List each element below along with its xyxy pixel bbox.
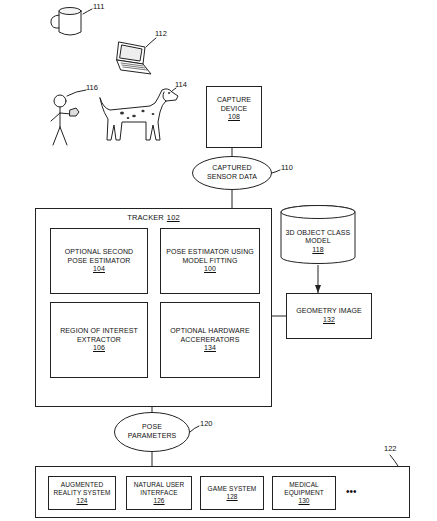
- node-text: CAPTURE DEVICE: [212, 96, 256, 113]
- leader-line: [272, 170, 280, 173]
- reference-number: 118: [312, 246, 323, 255]
- module-box: POSE ESTIMATOR USING MODEL FITTING100: [160, 228, 260, 294]
- node-text: OPTIONAL SECOND POSE ESTIMATOR: [56, 248, 142, 265]
- connector: [232, 148, 233, 156]
- leader-line: [390, 455, 398, 466]
- node-text: REGION OF INTEREST EXTRACTOR: [56, 327, 142, 344]
- reference-number: 124: [76, 497, 87, 505]
- connector: [272, 316, 286, 317]
- node-label: NATURAL USER INTERFACE126: [127, 477, 191, 509]
- node-label: MEDICAL EQUIPMENT130: [273, 477, 335, 509]
- callout-number: 120: [200, 419, 213, 428]
- application-box: MEDICAL EQUIPMENT130: [272, 476, 336, 510]
- node-label: POSE PARAMETERS: [114, 412, 190, 452]
- node-text: MEDICAL EQUIPMENT: [276, 481, 332, 497]
- reference-number: 128: [226, 493, 237, 501]
- cylinder-outline: [281, 206, 355, 264]
- node-label: CAPTURE DEVICE108: [207, 87, 261, 124]
- reference-number: 134: [204, 344, 216, 353]
- node-label: OPTIONAL SECOND POSE ESTIMATOR104: [51, 229, 147, 293]
- module-box: REGION OF INTEREST EXTRACTOR106: [50, 302, 148, 378]
- ellipse-outline: [193, 157, 272, 190]
- node-label: GAME SYSTEM128: [201, 477, 263, 509]
- data-ellipse: CAPTURED SENSOR DATA110: [192, 156, 272, 190]
- connector: [152, 452, 153, 466]
- node-text: GAME SYSTEM: [208, 485, 257, 493]
- person-illustration: [51, 95, 79, 145]
- node-label: TRACKER102: [36, 209, 271, 224]
- mug-illustration: [51, 8, 81, 36]
- node-text: 3D OBJECT CLASS MODEL: [285, 229, 351, 246]
- reference-number: 130: [298, 497, 309, 505]
- callout-number: 110: [281, 163, 293, 172]
- node-label: GEOMETRY IMAGE132: [287, 294, 371, 338]
- reference-number: 100: [204, 265, 216, 274]
- node-text: NATURAL USER INTERFACE: [130, 481, 188, 497]
- callout-number: 112: [155, 29, 167, 38]
- database-cylinder: 3D OBJECT CLASS MODEL118: [280, 205, 356, 265]
- node-text: TRACKER: [127, 213, 164, 222]
- node-text: GEOMETRY IMAGE: [296, 307, 362, 316]
- connector: [152, 407, 153, 412]
- reference-number: 108: [228, 113, 240, 122]
- leader-line: [146, 38, 156, 47]
- reference-number: 126: [153, 497, 164, 505]
- cylinder-outline: [281, 206, 355, 219]
- connector: [232, 190, 233, 208]
- connector: [318, 265, 319, 293]
- process-box: GEOMETRY IMAGE132: [286, 293, 372, 339]
- leader-line: [67, 90, 86, 96]
- callout-number: 114: [175, 80, 187, 89]
- device-box: CAPTURE DEVICE108: [206, 86, 262, 148]
- module-box: OPTIONAL SECOND POSE ESTIMATOR104: [50, 228, 148, 294]
- node-label: POSE ESTIMATOR USING MODEL FITTING100: [161, 229, 259, 293]
- node-label: AUGMENTED REALITY SYSTEM124: [49, 477, 115, 509]
- data-ellipse: POSE PARAMETERS120: [114, 412, 190, 452]
- node-label: REGION OF INTEREST EXTRACTOR106: [51, 303, 147, 377]
- ellipse-outline: [115, 413, 190, 452]
- reference-number: 132: [323, 316, 335, 325]
- module-box: OPTIONAL HARDWARE ACCERERATORS134: [160, 302, 260, 378]
- reference-number: 106: [93, 344, 105, 353]
- reference-number: 104: [93, 265, 105, 274]
- callout-number: 111: [93, 2, 104, 11]
- callout-number: 116: [86, 83, 98, 92]
- callout-number: 122: [384, 444, 397, 453]
- leader-line: [190, 426, 199, 432]
- node-label: OPTIONAL HARDWARE ACCERERATORS134: [161, 303, 259, 377]
- node-text: OPTIONAL HARDWARE ACCERERATORS: [166, 327, 254, 344]
- tracker-box: TRACKER102OPTIONAL SECOND POSE ESTIMATOR…: [35, 208, 272, 407]
- application-box: GAME SYSTEM128: [200, 476, 264, 510]
- node-label: 3D OBJECT CLASS MODEL118: [280, 205, 356, 265]
- node-label: CAPTURED SENSOR DATA: [192, 156, 272, 190]
- application-box: NATURAL USER INTERFACE126: [126, 476, 192, 510]
- node-text: POSE ESTIMATOR USING MODEL FITTING: [166, 248, 254, 265]
- laptop-illustration: [117, 42, 151, 74]
- reference-number: 102: [167, 213, 180, 222]
- dog-illustration: [100, 89, 178, 140]
- ellipsis-mark: •••: [346, 486, 357, 497]
- application-box: AUGMENTED REALITY SYSTEM124: [48, 476, 116, 510]
- node-text: AUGMENTED REALITY SYSTEM: [52, 481, 112, 497]
- node-text: CAPTURED SENSOR DATA: [204, 164, 260, 181]
- leader-line: [83, 9, 92, 14]
- node-text: POSE PARAMETERS: [126, 423, 178, 440]
